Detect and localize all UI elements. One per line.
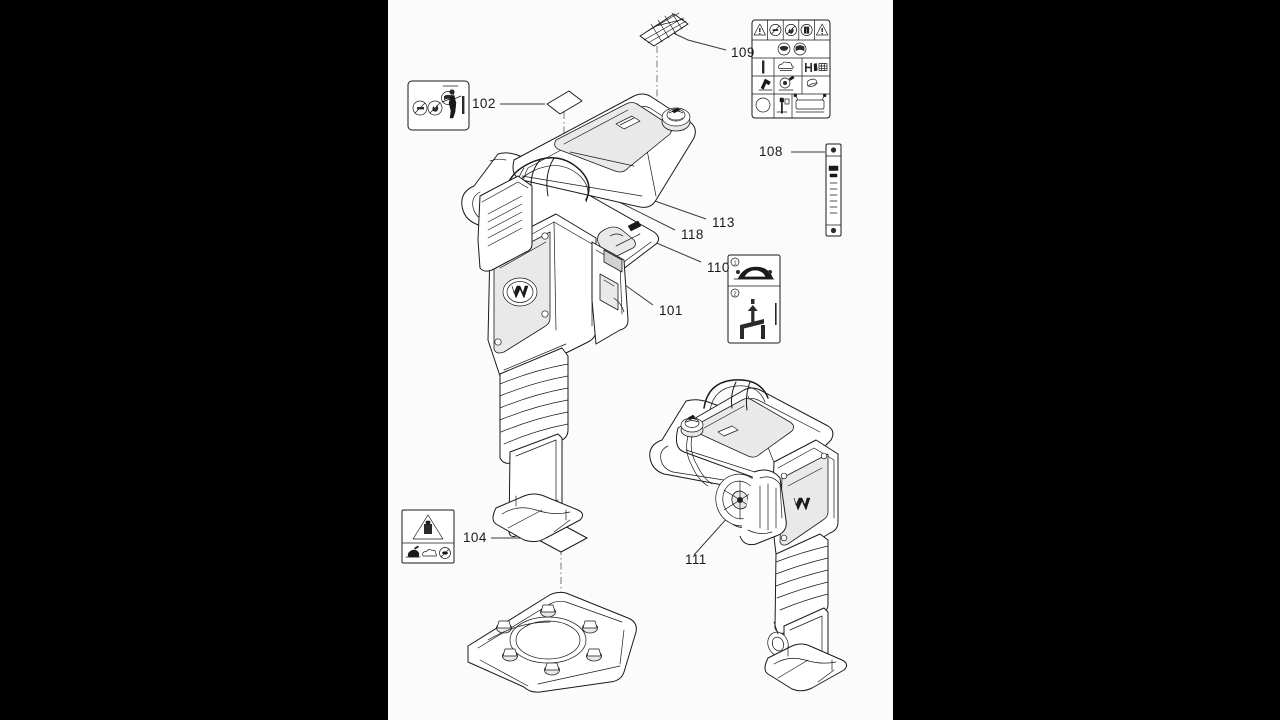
pictogram-cloud bbox=[422, 549, 438, 557]
housing-screws-2 bbox=[780, 452, 828, 542]
pictogram-no-flame bbox=[427, 100, 443, 116]
engine-logo-badge-2 bbox=[793, 497, 811, 511]
engine-logo-badge bbox=[502, 277, 538, 307]
pictogram-oil-can bbox=[405, 545, 421, 558]
air-filter-cover bbox=[477, 175, 533, 272]
callout-108: 108 bbox=[759, 144, 783, 159]
decal-plate-fuel-warning bbox=[401, 509, 455, 564]
throttle-lever bbox=[597, 220, 642, 259]
pictogram-fuel-can bbox=[778, 75, 795, 91]
pictogram-dipstick bbox=[776, 97, 790, 114]
callout-104: 104 bbox=[463, 530, 487, 545]
decal-109-grid bbox=[639, 12, 689, 47]
decal-plate-safety-warning bbox=[751, 19, 831, 119]
pictogram-dust-cloud bbox=[778, 61, 794, 71]
callout-110: 110 bbox=[707, 260, 730, 275]
fuel-tank bbox=[512, 93, 696, 208]
bellows bbox=[499, 343, 569, 464]
svg-text:1: 1 bbox=[733, 261, 736, 267]
rammer-main-assembly bbox=[461, 93, 696, 543]
pictogram-no-fill bbox=[439, 547, 451, 559]
pictogram-warning-triangle-fuel bbox=[412, 514, 444, 540]
pictogram-no-flame-2 bbox=[785, 24, 797, 36]
ramming-shoe-base bbox=[467, 591, 637, 693]
technical-illustration: .ln { fill:none; stroke:#1a1a1a; stroke-… bbox=[401, 12, 848, 693]
pictogram-leaf bbox=[806, 78, 818, 87]
plate-side-text bbox=[775, 303, 777, 325]
pictogram-transport-frame bbox=[793, 93, 827, 113]
engine-housing-2 bbox=[771, 439, 839, 559]
pictogram-tie-down bbox=[733, 266, 775, 280]
decal-102-parallelogram bbox=[546, 90, 583, 115]
tank-vent-2 bbox=[717, 425, 739, 437]
shoe-flange bbox=[492, 493, 584, 543]
pictogram-no-smoking-2 bbox=[769, 24, 782, 36]
decal-plate-operating-instructions bbox=[407, 80, 470, 131]
svg-text:2: 2 bbox=[733, 292, 736, 298]
pictogram-warning-triangle-1 bbox=[753, 23, 766, 36]
fuel-cap bbox=[661, 107, 691, 132]
callout-101: 101 bbox=[659, 303, 683, 318]
rammer-secondary-assembly bbox=[649, 379, 848, 692]
handle-grip-loop-2 bbox=[703, 379, 769, 411]
decal-plate-vertical-strip bbox=[825, 143, 842, 237]
callout-109: 109 bbox=[731, 45, 755, 60]
callout-113: 113 bbox=[712, 215, 735, 230]
shoe-bolts bbox=[496, 604, 602, 676]
pictogram-operator-figure bbox=[441, 89, 462, 119]
fuel-cap-2 bbox=[680, 414, 704, 438]
pictogram-ear-protection bbox=[800, 24, 813, 36]
pictogram-lift-arrow bbox=[747, 299, 758, 322]
callout-111: 111 bbox=[685, 552, 707, 567]
recoil-starter bbox=[715, 469, 787, 546]
pictogram-no-smoking bbox=[412, 100, 428, 116]
pictogram-fuel-bar bbox=[462, 96, 465, 114]
throttle-cable-2 bbox=[686, 435, 713, 487]
decal-plate-lifting-transport: 1 2 bbox=[727, 254, 781, 344]
pictogram-warning-triangle-2 bbox=[816, 23, 829, 36]
diagram-page: .ln { fill:none; stroke:#1a1a1a; stroke-… bbox=[388, 0, 893, 720]
callout-102: 102 bbox=[472, 96, 496, 111]
starter-ribs bbox=[759, 483, 777, 531]
shoe-flange-2 bbox=[764, 643, 848, 692]
tank-vent bbox=[615, 115, 641, 130]
pictogram-eye-protection bbox=[777, 42, 791, 56]
pictogram-measurement bbox=[805, 63, 828, 72]
pictogram-lifting-figure bbox=[758, 78, 773, 91]
pictogram-circle-symbol bbox=[755, 97, 771, 113]
filter-slots bbox=[487, 195, 523, 247]
pictogram-frame-legs bbox=[740, 319, 765, 339]
carburetor-assembly bbox=[591, 241, 629, 345]
pictogram-read-manual-2 bbox=[793, 42, 807, 56]
pictogram-bar-marker bbox=[762, 60, 765, 74]
callout-118: 118 bbox=[681, 227, 704, 242]
